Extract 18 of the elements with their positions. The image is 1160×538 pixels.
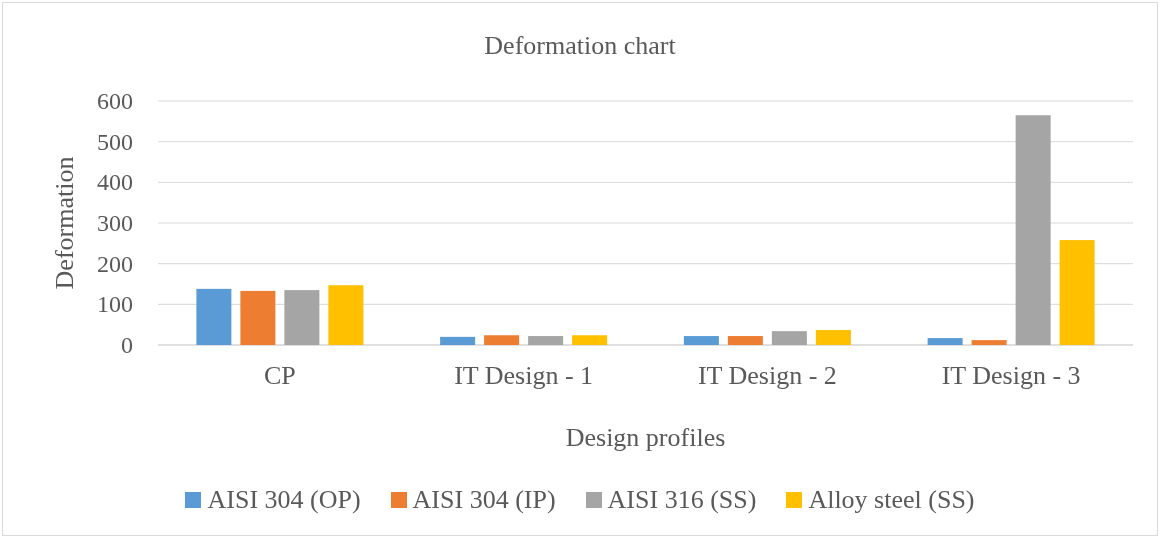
x-axis-title: Design profiles [565, 423, 726, 452]
legend-label: AISI 304 (OP) [207, 485, 361, 515]
y-axis-title: Deformation [50, 156, 80, 290]
y-tick-label: 400 [97, 169, 133, 196]
y-tick-label: 200 [97, 250, 133, 277]
y-tick-label: 500 [97, 128, 133, 155]
legend-label: AISI 316 (SS) [607, 485, 757, 515]
y-tick-label: 100 [97, 291, 133, 318]
x-tick-label: IT Design - 3 [941, 361, 1081, 390]
legend-label: AISI 304 (IP) [412, 485, 556, 515]
x-tick-label: IT Design - 2 [697, 361, 837, 390]
chart-title: Deformation chart [484, 31, 676, 60]
y-tick-label: 600 [97, 88, 133, 114]
legend-label: Alloy steel (SS) [808, 485, 975, 515]
x-tick-label: IT Design - 1 [454, 361, 594, 390]
y-tick-label: 0 [121, 332, 133, 358]
x-tick-label: CP [263, 361, 296, 390]
y-tick-label: 300 [97, 210, 133, 236]
